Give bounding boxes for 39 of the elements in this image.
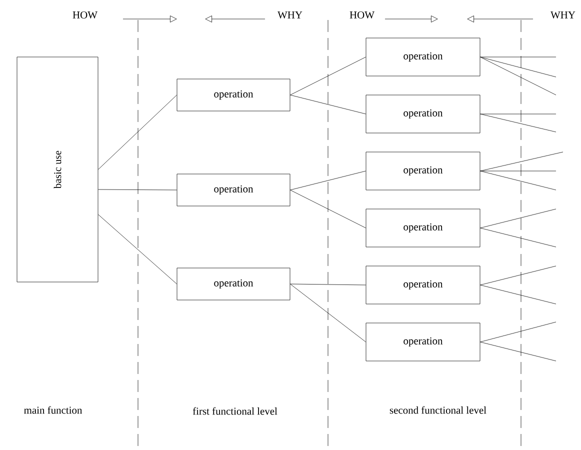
function-box: basic use: [16, 56, 98, 282]
connector-line: [480, 170, 556, 190]
connector-line: [290, 284, 366, 342]
column-label: second functional level: [390, 406, 486, 414]
direction-label: HOW: [350, 11, 374, 19]
connector-line: [290, 56, 366, 96]
connector-line: [480, 208, 556, 228]
connector-line: [290, 170, 366, 190]
connector-line: [480, 114, 556, 132]
operation-box: operation: [366, 152, 480, 190]
connector-line: [480, 266, 556, 286]
operation-box: operation: [366, 38, 480, 76]
connector-line: [480, 170, 556, 172]
connector-line: [480, 284, 556, 304]
column-label: first functional level: [192, 407, 278, 415]
operation-box: operation: [366, 94, 480, 134]
operation-box: operation: [176, 78, 290, 112]
column-label: main function: [24, 406, 82, 414]
operation-box: operation: [366, 266, 480, 304]
connector-line: [98, 189, 177, 190]
operation-box: operation: [176, 174, 290, 206]
direction-label: WHY: [278, 12, 302, 18]
operation-box: operation: [366, 322, 480, 362]
connector-line: [480, 56, 556, 58]
connector-line: [480, 228, 556, 248]
connector-line: [290, 94, 366, 114]
connector-line: [290, 190, 366, 228]
connector-line: [480, 56, 556, 96]
connector-line: [480, 56, 556, 78]
connector-line: [480, 152, 564, 172]
direction-label: WHY: [550, 12, 576, 18]
connector-line: [480, 342, 556, 362]
connector-line: [290, 284, 366, 286]
direction-label: HOW: [72, 11, 98, 19]
operation-box: operation: [176, 268, 290, 300]
connector-line: [98, 214, 177, 284]
connector-line: [480, 322, 556, 342]
connector-line: [98, 94, 177, 170]
operation-box: operation: [366, 208, 480, 248]
